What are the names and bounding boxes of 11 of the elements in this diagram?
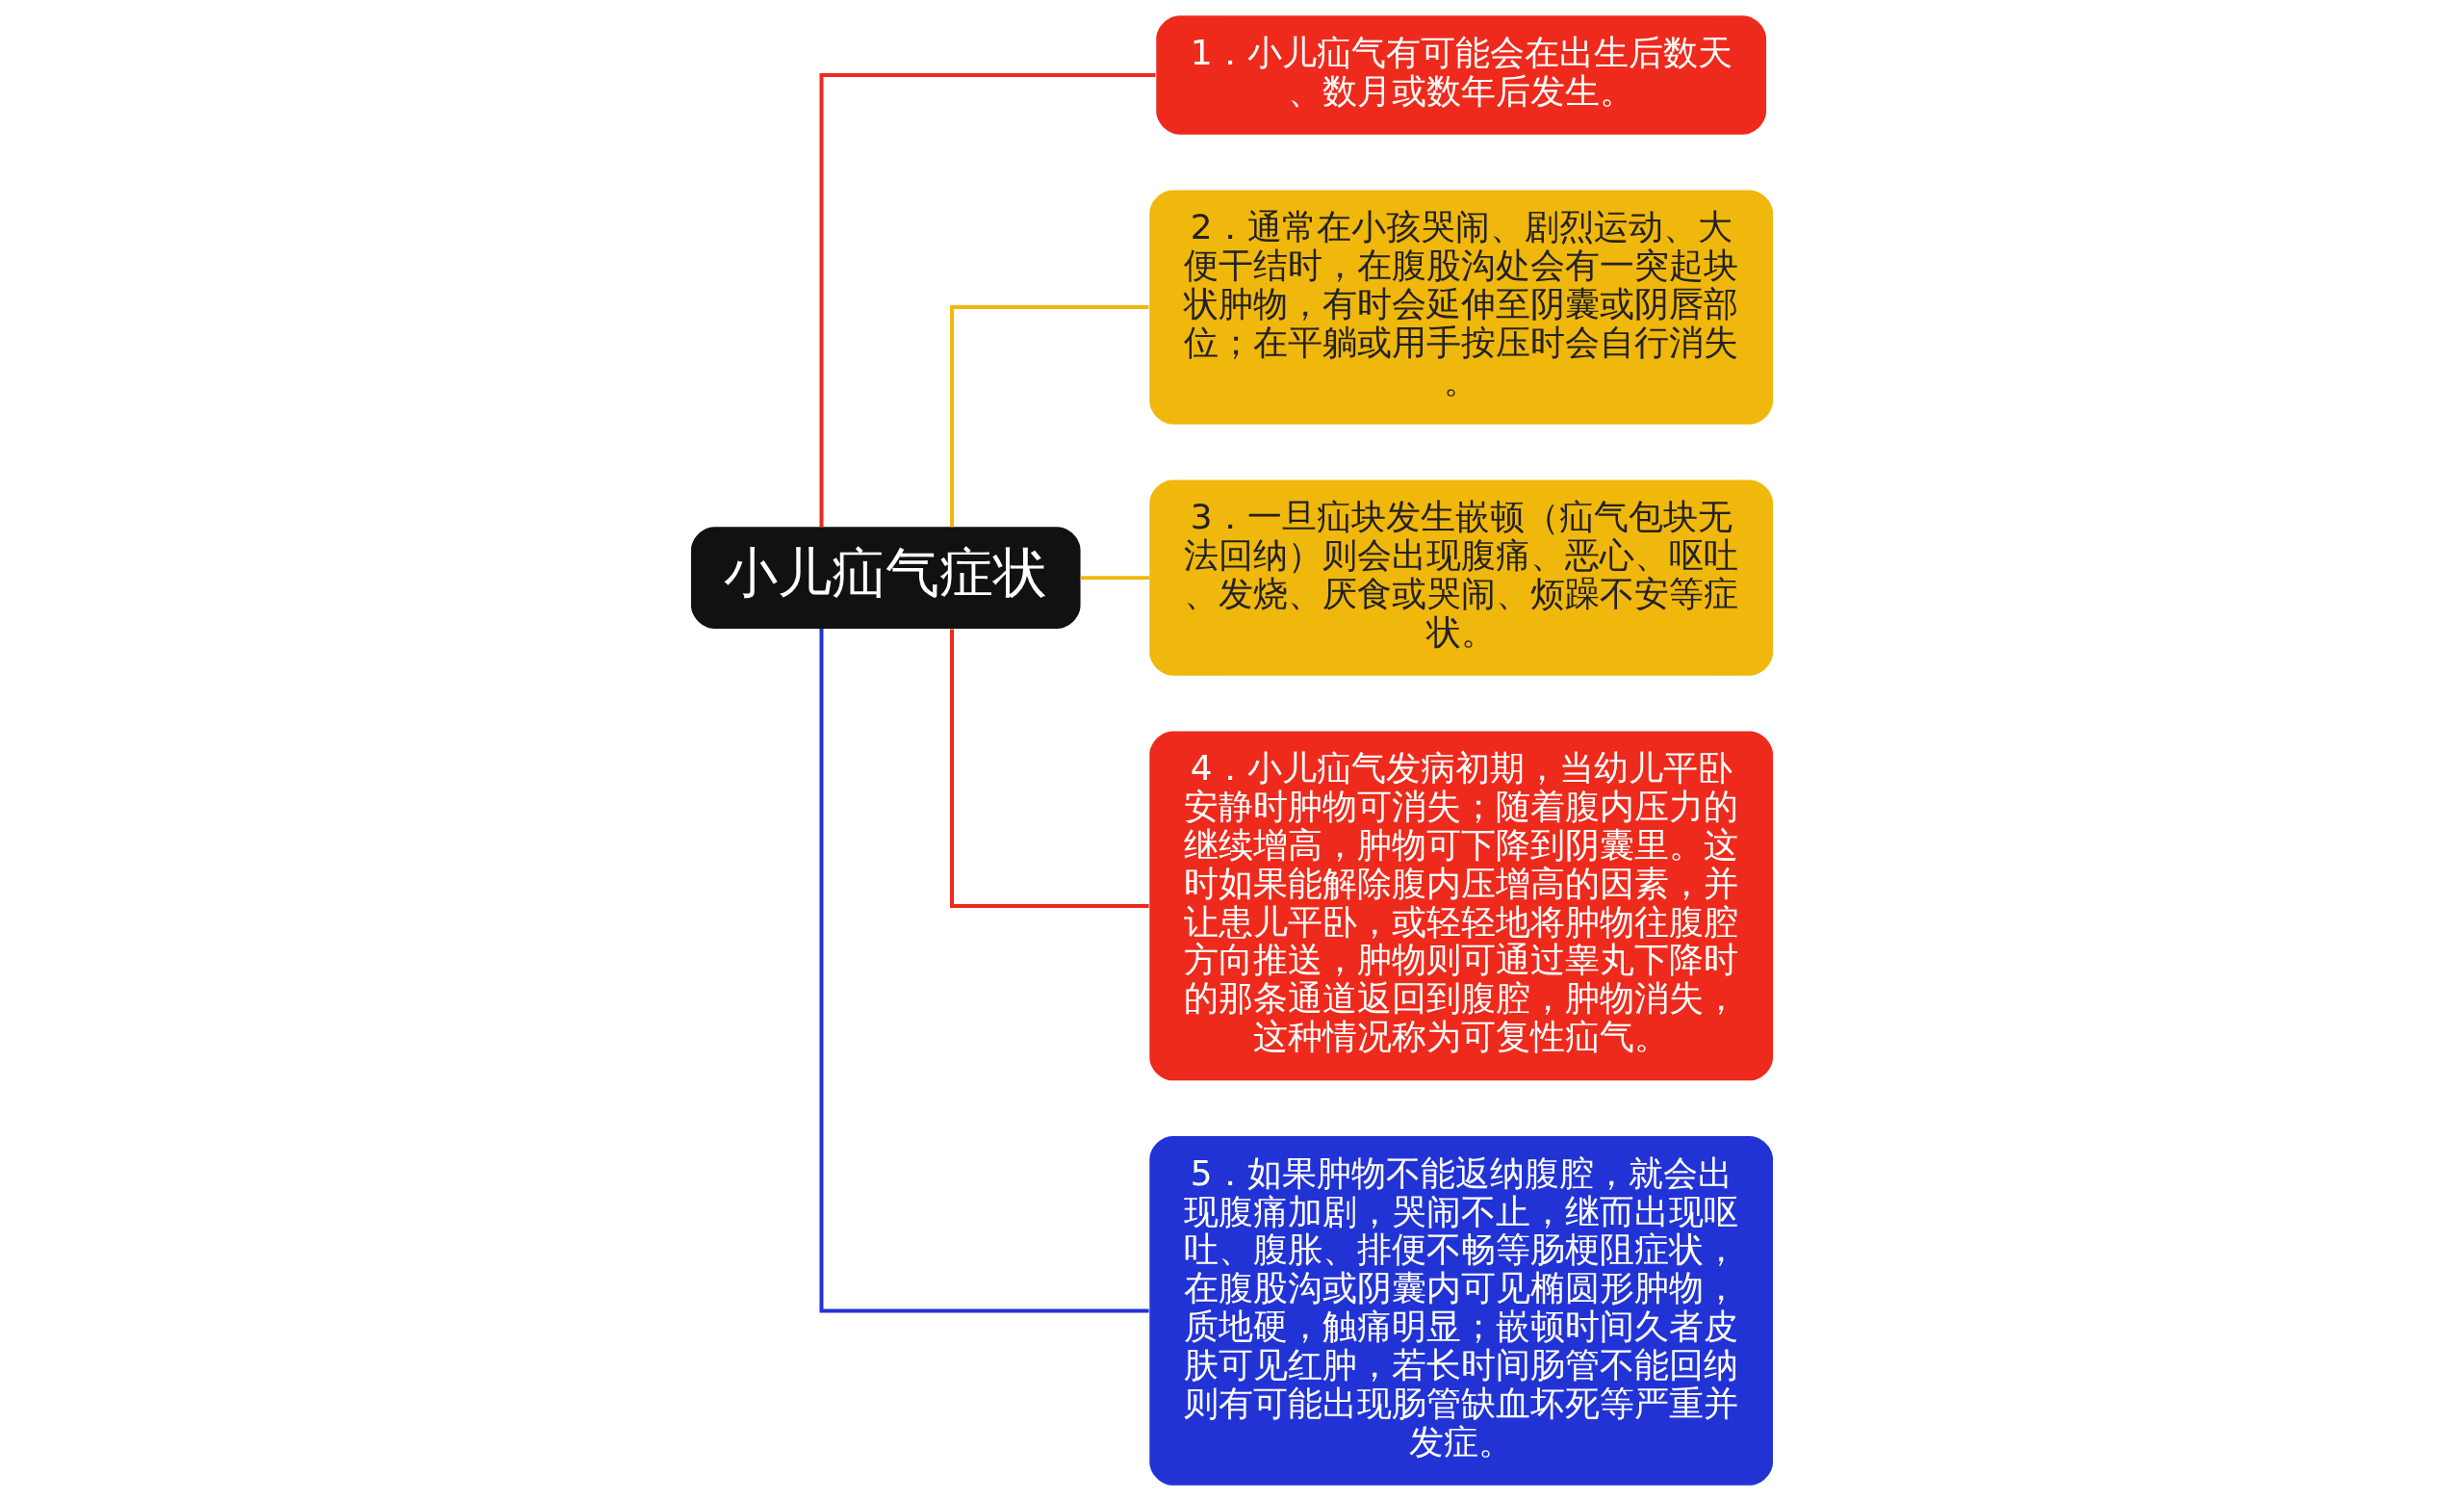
- node-box: 5．如果肿物不能返纳腹腔，就会出现腹痛加剧，哭闹不止，继而出现呕吐、腹胀、排便不畅等肠梗阻症状，在腹股沟或阴囊内可见椭圆形肿物，质地硬，触痛明显；嵌顿时间久者皮肤可见红肿，若长时间肠管不能回纳则有可能出现肠管缺血坏死等严重并发症。: [1149, 1136, 1774, 1486]
- node-box: 3．一旦疝块发生嵌顿（疝气包块无法回纳）则会出现腹痛、恶心、呕吐、发烧、厌食或哭闹、烦躁不安等症状。: [1149, 479, 1774, 676]
- node-box: 1．小儿疝气有可能会在出生后数天、数月或数年后发生。: [1156, 15, 1767, 135]
- node-box: 4．小儿疝气发病初期，当幼儿平卧安静时肿物可消失；随着腹内压力的继续增高，肿物可下降到阴囊里。这时如果能解除腹内压增高的因素，并让患儿平卧，或轻轻地将肿物往腹腔方向推送，肿物则可通过睾丸下降时的那条通道返回到腹腔，肿物消失，这种情况称为可复性疝气。: [1149, 731, 1774, 1081]
- connector: [819, 629, 1149, 1313]
- connector: [950, 305, 1149, 528]
- connector: [950, 629, 1149, 908]
- connector: [1080, 576, 1150, 581]
- node-box: 小儿疝气症状: [690, 527, 1081, 629]
- connector: [819, 72, 1156, 528]
- node-box: 2．通常在小孩哭闹、剧烈运动、大便干结时，在腹股沟处会有一突起块状肿物，有时会延伸至阴囊或阴唇部位；在平躺或用手按压时会自行消失。: [1149, 190, 1774, 425]
